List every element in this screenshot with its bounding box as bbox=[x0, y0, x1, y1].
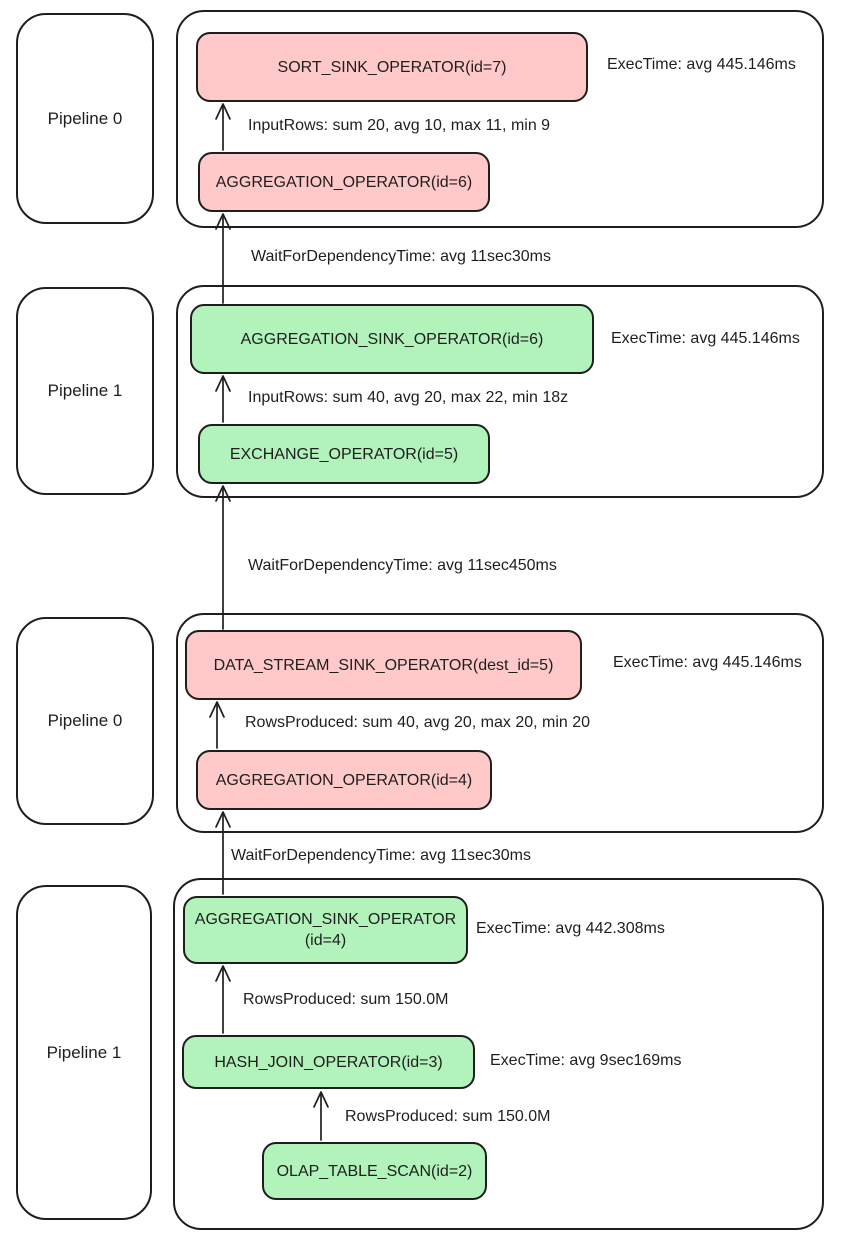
operator-node-label: HASH_JOIN_OPERATOR(id=3) bbox=[214, 1053, 443, 1071]
edge-rows-label: RowsProduced: sum 150.0M bbox=[345, 1108, 551, 1125]
pipeline-label: Pipeline 1 bbox=[47, 381, 123, 400]
wait-dependency-label-2: WaitForDependencyTime: avg 11sec450ms bbox=[248, 557, 557, 574]
operator-node-label: OLAP_TABLE_SCAN(id=2) bbox=[276, 1162, 473, 1180]
operator-node-exchange: EXCHANGE_OPERATOR(id=5) bbox=[198, 424, 490, 484]
operator-node-label: SORT_SINK_OPERATOR(id=7) bbox=[277, 58, 507, 76]
pipeline-label: Pipeline 0 bbox=[47, 108, 123, 128]
operator-node-label: EXCHANGE_OPERATOR(id=5) bbox=[229, 445, 459, 463]
operator-node-aggregation-sink-4: AGGREGATION_SINK_OPERATOR (id=4) bbox=[183, 896, 468, 964]
operator-node-label: AGGREGATION_SINK_OPERATOR(id=6) bbox=[240, 330, 544, 348]
edge-rows-label: RowsProduced: sum 40, avg 20, max 20, mi… bbox=[245, 714, 591, 731]
edge-rows-label: InputRows: sum 40, avg 20, max 22, min 1… bbox=[248, 389, 569, 406]
dependency-arrow-icon bbox=[215, 485, 231, 630]
operator-node-label: DATA_STREAM_SINK_OPERATOR(dest_id=5) bbox=[213, 656, 554, 674]
wait-dependency-label-3: WaitForDependencyTime: avg 11sec30ms bbox=[231, 847, 531, 864]
edge-rows-label: InputRows: sum 20, avg 10, max 11, min 9 bbox=[248, 117, 551, 134]
operator-node-label: AGGREGATION_OPERATOR(id=4) bbox=[215, 771, 473, 789]
exec-time-label: ExecTime: avg 445.146ms bbox=[607, 56, 796, 73]
operator-node-label: AGGREGATION_SINK_OPERATOR bbox=[194, 911, 457, 928]
pipeline-label-box-4: Pipeline 1 bbox=[16, 885, 152, 1220]
exec-time-label: ExecTime: avg 442.308ms bbox=[476, 920, 665, 937]
wait-dependency-label-1: WaitForDependencyTime: avg 11sec30ms bbox=[251, 248, 551, 265]
operator-node-hash-join: HASH_JOIN_OPERATOR(id=3) bbox=[182, 1035, 475, 1089]
pipeline-label: Pipeline 0 bbox=[47, 711, 123, 730]
exec-time-label: ExecTime: avg 445.146ms bbox=[611, 330, 800, 347]
pipeline-label-box-2: Pipeline 1 bbox=[16, 287, 154, 495]
operator-node-label: AGGREGATION_OPERATOR(id=6) bbox=[215, 173, 473, 191]
operator-node-olap-table-scan: OLAP_TABLE_SCAN(id=2) bbox=[262, 1142, 487, 1200]
operator-node-aggregation-6: AGGREGATION_OPERATOR(id=6) bbox=[198, 152, 490, 212]
pipeline-label-box-3: Pipeline 0 bbox=[16, 617, 154, 825]
edge-rows-label: RowsProduced: sum 150.0M bbox=[243, 991, 449, 1008]
operator-node-aggregation-sink-6: AGGREGATION_SINK_OPERATOR(id=6) bbox=[190, 304, 594, 374]
pipeline-label-box-1: Pipeline 0 bbox=[16, 13, 154, 224]
exec-time-label: ExecTime: avg 9sec169ms bbox=[490, 1052, 682, 1069]
operator-node-sort-sink: SORT_SINK_OPERATOR(id=7) bbox=[196, 32, 588, 102]
operator-node-aggregation-4: AGGREGATION_OPERATOR(id=4) bbox=[196, 750, 492, 810]
operator-node-label-line2: (id=4) bbox=[304, 932, 347, 949]
operator-node-data-stream-sink: DATA_STREAM_SINK_OPERATOR(dest_id=5) bbox=[185, 630, 582, 700]
exec-time-label: ExecTime: avg 445.146ms bbox=[613, 654, 802, 671]
pipeline-label: Pipeline 1 bbox=[46, 1042, 122, 1062]
